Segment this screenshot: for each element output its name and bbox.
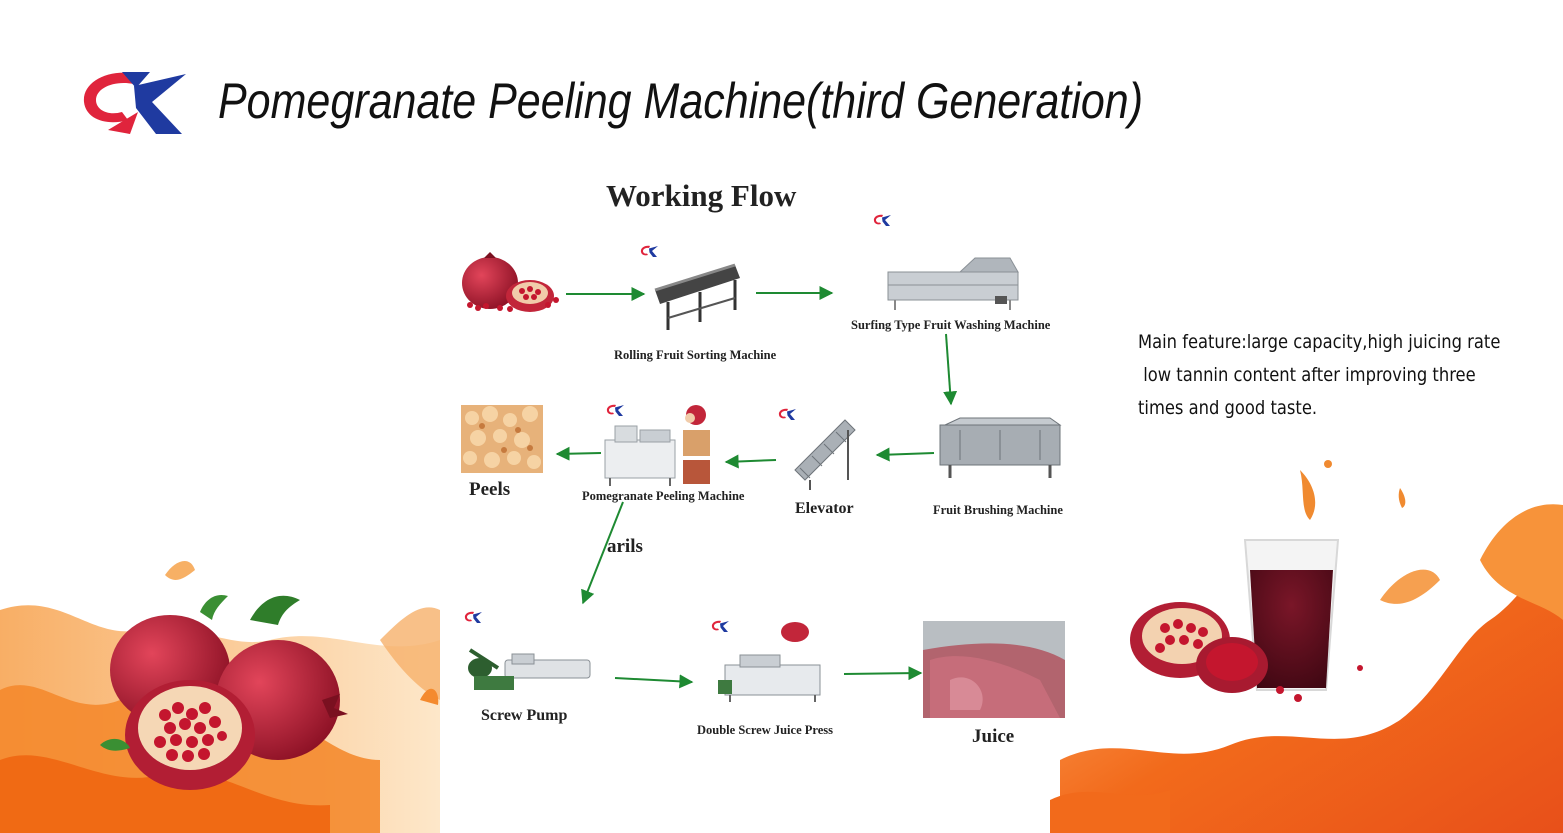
feature-line-1: Main feature:large capacity,high juicing… <box>1138 326 1482 359</box>
arils-swatch <box>683 460 710 484</box>
small-logo <box>712 621 729 632</box>
label-peeling-machine: Pomegranate Peeling Machine <box>582 489 744 504</box>
pomegranate-small-image <box>685 405 706 425</box>
washing-machine-image <box>888 258 1018 310</box>
label-brushing-machine: Fruit Brushing Machine <box>933 503 1063 518</box>
main-feature-text: Main feature:large capacity,high juicing… <box>1138 326 1482 425</box>
arrow-press-to-juice <box>844 673 921 674</box>
arrow-brushing-to-elevator <box>877 453 934 455</box>
arrow-pump-to-press <box>615 678 692 682</box>
peeling-machine-image <box>605 426 675 486</box>
juice-photo <box>923 621 1065 718</box>
feature-line-2: low tannin content after improving three <box>1138 359 1482 392</box>
label-juice: Juice <box>972 726 1014 748</box>
small-logo <box>641 246 658 257</box>
elevator-image <box>795 420 855 490</box>
peeled-shell-swatch <box>683 430 710 456</box>
small-logo <box>779 409 796 420</box>
small-logo <box>465 612 482 623</box>
peels-image <box>461 405 543 473</box>
arrow-elevator-to-peeling <box>726 460 776 462</box>
label-arils: arils <box>607 536 643 558</box>
label-peels: Peels <box>469 479 510 501</box>
feature-line-3: times and good taste. <box>1138 392 1482 425</box>
small-logo <box>874 215 891 226</box>
small-logo <box>607 405 624 416</box>
arrow-washing-to-brushing <box>946 334 951 404</box>
screw-pump-image <box>468 650 590 690</box>
label-elevator: Elevator <box>795 500 854 518</box>
label-juice-press: Double Screw Juice Press <box>697 723 833 738</box>
label-washing-machine: Surfing Type Fruit Washing Machine <box>851 318 1050 333</box>
juice-press-image <box>718 622 820 702</box>
arrow-peeling-to-peels <box>557 453 601 454</box>
brushing-machine-image <box>940 418 1060 478</box>
sorting-machine-image <box>655 265 740 330</box>
pomegranate-fruit-image <box>462 252 559 312</box>
label-sorting-machine: Rolling Fruit Sorting Machine <box>614 348 776 363</box>
label-screw-pump: Screw Pump <box>481 707 567 725</box>
